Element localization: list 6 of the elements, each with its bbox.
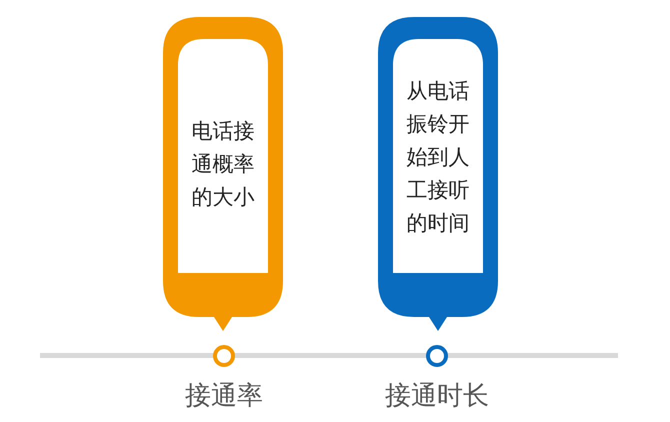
callout-text: 从电话振铃开始到人工接听的时间 [406, 78, 470, 237]
callout-text: 电话接通概率的大小 [190, 118, 256, 211]
marker-label: 接通时长 [385, 380, 489, 413]
timeline-marker [213, 345, 235, 367]
timeline-marker [426, 345, 448, 367]
marker-label: 接通率 [185, 380, 263, 413]
